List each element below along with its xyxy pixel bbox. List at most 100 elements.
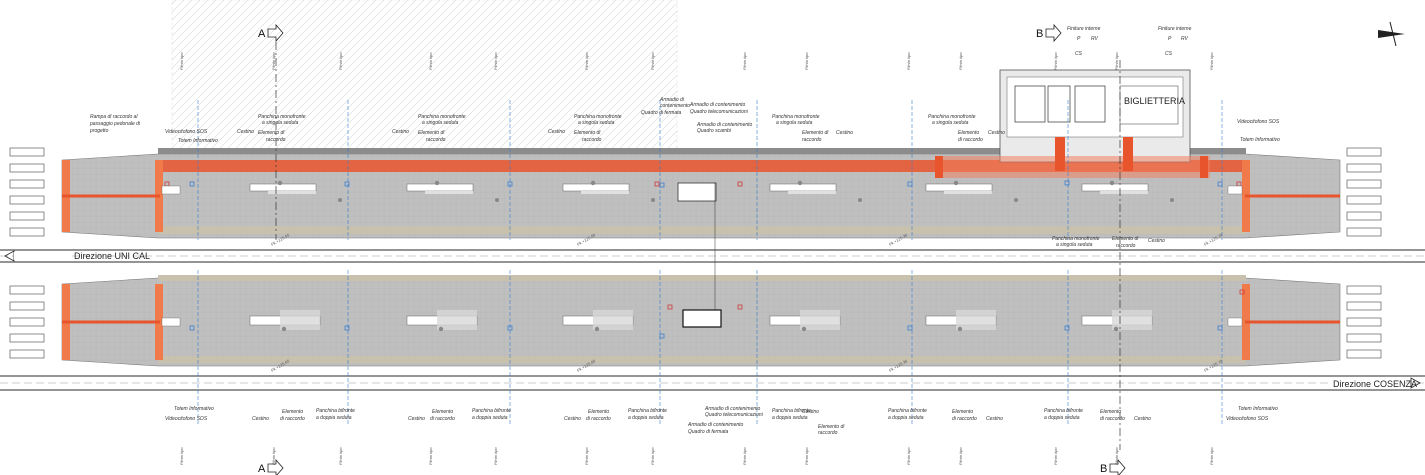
svg-text:Quadro scambi: Quadro scambi xyxy=(697,128,732,134)
bottom-annotations: Totem Informativo Videocitofono SOS Cest… xyxy=(165,406,1278,436)
direction-bottom: Direzione COSENZA xyxy=(1330,377,1421,389)
bench-top-bin xyxy=(590,180,596,186)
pylon-label-top: Plinto tipo xyxy=(584,52,589,70)
svg-text:Quadro telecomunicazioni: Quadro telecomunicazioni xyxy=(690,109,749,115)
svg-text:raccordo: raccordo xyxy=(802,137,822,143)
crosswalk-stripe xyxy=(1346,317,1382,327)
bench-bottom-bin xyxy=(594,326,600,332)
svg-text:a doppia seduta: a doppia seduta xyxy=(772,415,808,421)
direction-top-label: Direzione UNI CAL xyxy=(74,251,150,261)
svg-text:di raccordo: di raccordo xyxy=(280,416,305,422)
pylon-label-top: Plinto tipo xyxy=(271,52,276,70)
svg-text:A: A xyxy=(258,463,266,475)
pylon-label-bottom: Plinto tipo xyxy=(1053,447,1058,465)
section-a-top: A xyxy=(258,23,284,240)
svg-text:Rampa di raccordo al: Rampa di raccordo al xyxy=(90,114,138,120)
bollard xyxy=(651,198,655,202)
svg-text:Cestino: Cestino xyxy=(392,129,409,135)
bench-bottom-bin xyxy=(438,326,444,332)
section-b-bottom: B xyxy=(1100,458,1126,475)
crosswalk-stripe xyxy=(1346,333,1382,343)
bench-bottom-shade xyxy=(280,310,320,330)
bottom-platform-curb xyxy=(158,275,1246,281)
pylon-label-bottom: Plinto tipo xyxy=(804,447,809,465)
sos-marker xyxy=(344,325,350,331)
platform-furniture xyxy=(161,180,1245,339)
bench-top xyxy=(562,183,630,192)
ticket-office-label: BIGLIETTERIA xyxy=(1124,96,1185,106)
crosswalk-stripe xyxy=(9,227,45,237)
pylon-label-bottom: Plinto tipo xyxy=(1114,447,1119,465)
pylon-label-bottom: Plinto tipo xyxy=(1209,447,1214,465)
svg-text:A: A xyxy=(258,28,266,40)
pylon-label-top: Plinto tipo xyxy=(1053,52,1058,70)
finishes-left: Finiture interne P RV CS xyxy=(1067,26,1101,57)
bench-bottom-bin xyxy=(801,326,807,332)
svg-text:Cestino: Cestino xyxy=(237,129,254,135)
bench-top-bin xyxy=(1109,180,1115,186)
bench-bottom-bin xyxy=(957,326,963,332)
crosswalk-stripe xyxy=(1346,179,1382,189)
pylon-label-bottom: Plinto tipo xyxy=(584,447,589,465)
svg-text:Videocitofono SOS: Videocitofono SOS xyxy=(165,416,208,422)
svg-text:Totem Informativo: Totem Informativo xyxy=(1240,137,1280,143)
bench-top-bin xyxy=(797,180,803,186)
svg-text:Elemento di: Elemento di xyxy=(418,130,445,136)
svg-text:a doppia seduta: a doppia seduta xyxy=(1044,415,1080,421)
svg-text:Elemento di: Elemento di xyxy=(818,424,845,430)
svg-text:Panchina monofronte: Panchina monofronte xyxy=(574,114,622,120)
svg-text:di raccordo: di raccordo xyxy=(430,416,455,422)
top-annotations: Rampa di raccordo al passaggio pedonale … xyxy=(89,97,1280,249)
pylon-label-bottom: Plinto tipo xyxy=(906,447,911,465)
section-b-top: B xyxy=(1036,23,1121,450)
svg-text:Cestino: Cestino xyxy=(1148,238,1165,244)
svg-text:Quadro di fermata: Quadro di fermata xyxy=(688,429,729,435)
bench-top-shadow xyxy=(1100,191,1148,194)
bench-bottom-shade xyxy=(956,310,996,330)
svg-text:Elemento: Elemento xyxy=(588,409,609,415)
bench-bottom-bin xyxy=(281,326,287,332)
svg-text:raccordo: raccordo xyxy=(1116,243,1136,249)
bench-top-shadow xyxy=(425,191,473,194)
svg-text:Elemento: Elemento xyxy=(952,409,973,415)
svg-text:a doppia seduta: a doppia seduta xyxy=(316,415,352,421)
svg-text:a doppia seduta: a doppia seduta xyxy=(628,415,664,421)
crosswalk-stripe xyxy=(9,301,45,311)
svg-text:RV: RV xyxy=(1091,36,1099,42)
bench-top-bin xyxy=(953,180,959,186)
crosswalk-stripe xyxy=(1346,211,1382,221)
svg-text:Elemento di: Elemento di xyxy=(1112,236,1139,242)
pylon-label-bottom: Plinto tipo xyxy=(650,447,655,465)
svg-text:a singola seduta: a singola seduta xyxy=(578,120,615,126)
direction-top: Direzione UNI CAL xyxy=(4,250,150,262)
bench-top-shadow xyxy=(788,191,836,194)
pylon-label-bottom: Plinto tipo xyxy=(493,447,498,465)
pylon-label-bottom: Plinto tipo xyxy=(338,447,343,465)
top-platform-curb xyxy=(158,226,1246,234)
pylon-label-top: Plinto tipo xyxy=(1209,52,1214,70)
bench-top-bin xyxy=(277,180,283,186)
pylon-label-bottom: Plinto tipo xyxy=(428,447,433,465)
svg-text:Panchina bifronte: Panchina bifronte xyxy=(472,408,511,414)
hatched-area xyxy=(172,0,677,150)
crosswalk-stripe xyxy=(9,147,45,157)
crosswalk-stripe xyxy=(1346,349,1382,359)
north-arrow-icon xyxy=(1378,21,1405,47)
totem-right xyxy=(1227,317,1243,327)
crosswalk-stripe xyxy=(9,333,45,343)
bench-bottom-bin xyxy=(1113,326,1119,332)
cabinet-marker xyxy=(667,304,673,310)
svg-text:Panchina bifronte: Panchina bifronte xyxy=(1044,408,1083,414)
svg-text:CS: CS xyxy=(1075,51,1083,57)
svg-text:a doppia seduta: a doppia seduta xyxy=(472,415,508,421)
svg-text:Elemento: Elemento xyxy=(958,130,979,136)
svg-text:Totem Informativo: Totem Informativo xyxy=(1238,406,1278,412)
bollard xyxy=(1014,198,1018,202)
pylon-label-top: Plinto tipo xyxy=(179,52,184,70)
svg-text:Finiture interne: Finiture interne xyxy=(1067,26,1101,32)
axis-lines xyxy=(197,100,1223,425)
sos-marker xyxy=(1064,325,1070,331)
crosswalk-stripe xyxy=(1346,227,1382,237)
svg-text:Totem Informativo: Totem Informativo xyxy=(178,138,218,144)
